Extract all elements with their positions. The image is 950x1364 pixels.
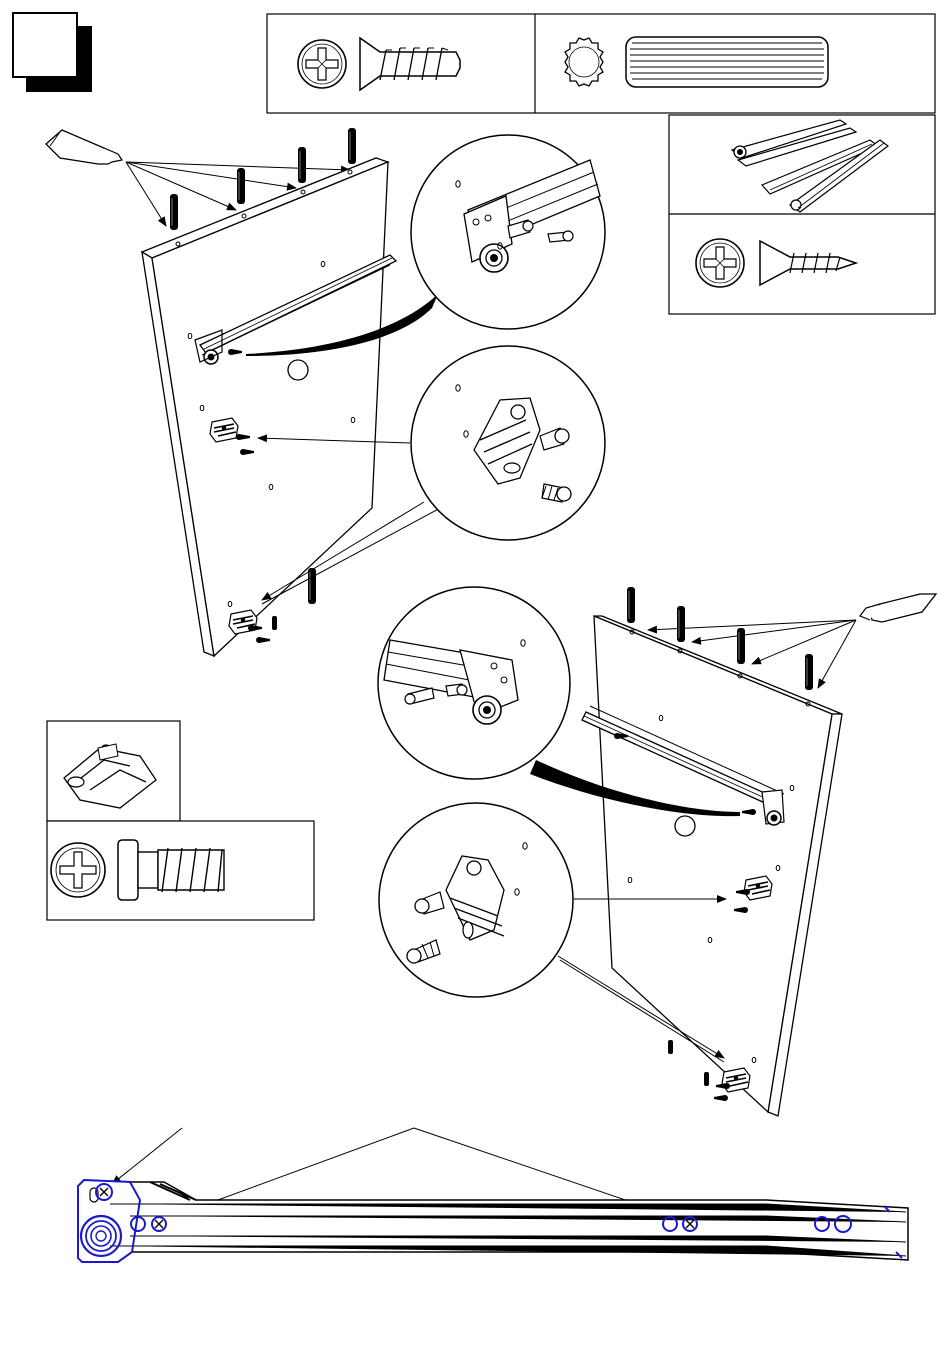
glue-tube-icon [860, 594, 936, 622]
side-panel [142, 158, 388, 656]
dowel [737, 628, 745, 664]
dowel [627, 587, 635, 623]
callout-hinge-detail [379, 803, 573, 997]
dowel [308, 568, 316, 604]
hinge-plate-lower [704, 1068, 750, 1101]
runner-hole-detail [78, 1128, 908, 1262]
dowel [668, 1040, 673, 1054]
dowel [298, 147, 306, 183]
dowel [237, 168, 245, 204]
dowel [805, 654, 813, 690]
parts-box-right [669, 115, 935, 314]
side-panel [594, 616, 842, 1116]
parts-box-top [267, 14, 935, 113]
dowel [170, 194, 178, 230]
callout-hinge-detail [411, 346, 605, 540]
dowel [677, 606, 685, 642]
callout-runner-detail [378, 587, 570, 779]
parts-box-left [47, 721, 314, 920]
glue-tube-icon [46, 130, 122, 164]
left-side-panel-assembly [46, 128, 605, 656]
callout-runner-detail [411, 135, 605, 329]
dowel [348, 128, 356, 164]
hinge-plate-lower [229, 610, 277, 643]
right-side-panel-assembly [378, 587, 936, 1116]
